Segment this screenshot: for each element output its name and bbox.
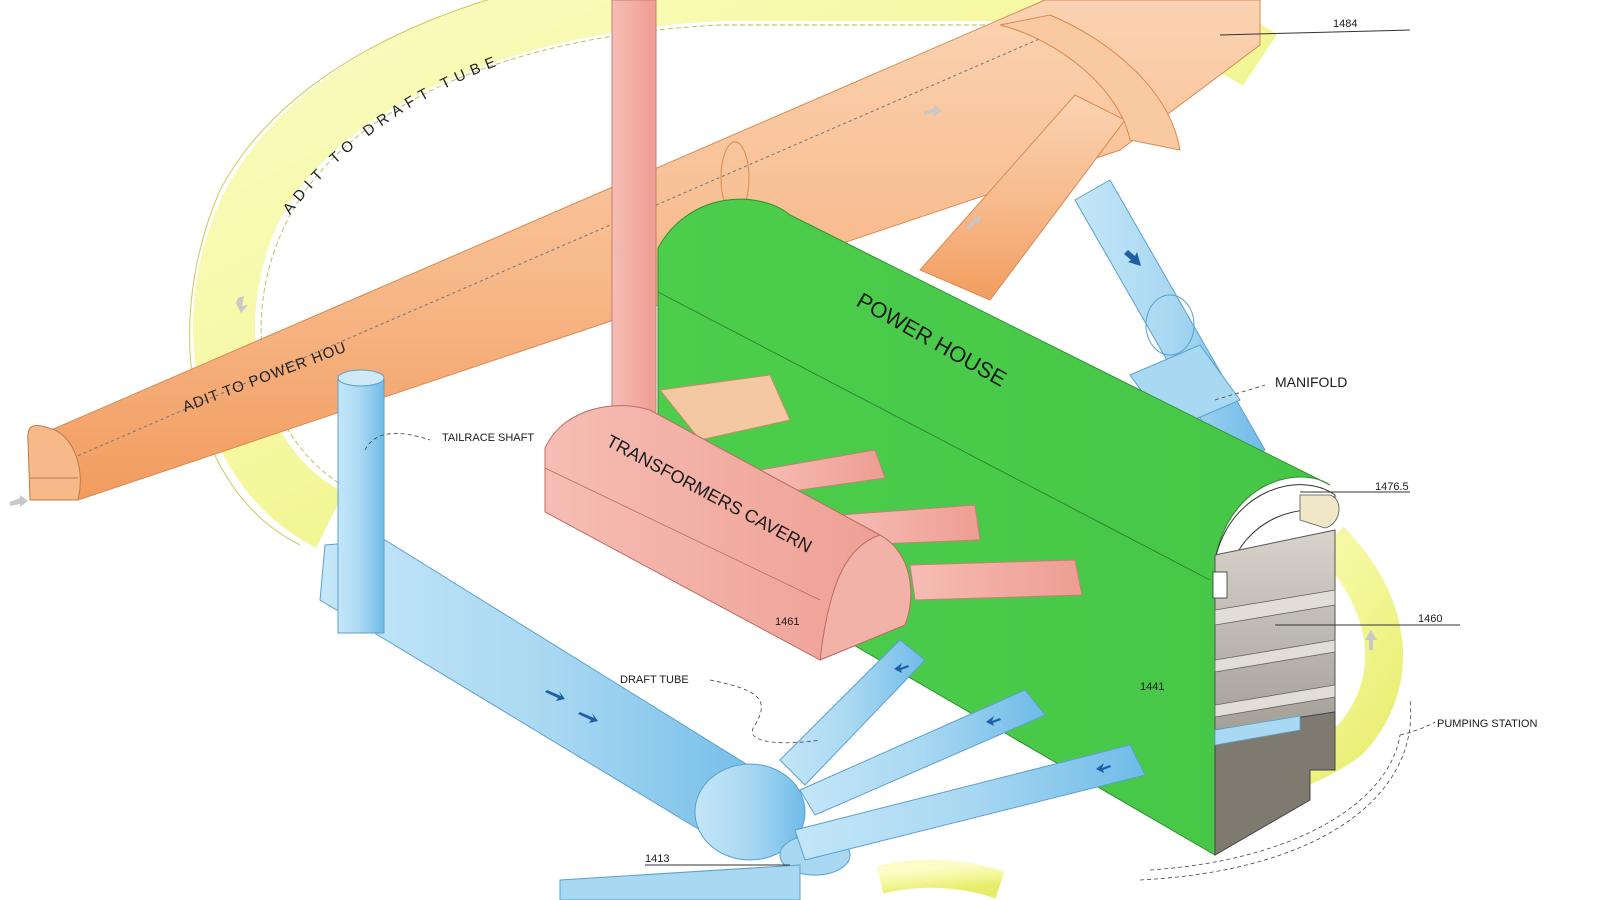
tailrace-shaft-label: TAILRACE SHAFT bbox=[442, 432, 534, 444]
elevation-1476-5: 1476.5 bbox=[1375, 481, 1409, 493]
flow-arrow-icon bbox=[578, 712, 598, 723]
leader-lines bbox=[364, 29, 1460, 881]
pumping-station bbox=[1212, 529, 1336, 856]
manifold-label: MANIFOLD bbox=[1275, 374, 1347, 390]
flow-arrow-icon bbox=[1365, 630, 1377, 650]
flow-arrow-icon bbox=[986, 716, 1001, 726]
flow-arrow-icon bbox=[894, 663, 909, 673]
elevation-1484: 1484 bbox=[1333, 18, 1357, 30]
adit-branch-to-power-house bbox=[919, 14, 1181, 301]
transformers-cavern bbox=[544, 374, 1083, 661]
draft-tube-label: DRAFT TUBE bbox=[620, 674, 689, 686]
tailrace-system bbox=[319, 369, 1146, 900]
elevation-1461: 1461 bbox=[775, 616, 799, 628]
flow-arrow-icon bbox=[1124, 250, 1141, 266]
flow-arrow-icon bbox=[236, 296, 248, 313]
transformer-vertical-shaft bbox=[611, 0, 657, 431]
elevation-1460: 1460 bbox=[1418, 613, 1442, 625]
flow-arrow-icon bbox=[966, 216, 981, 230]
elevation-1413: 1413 bbox=[645, 853, 669, 865]
flow-arrow-icon bbox=[924, 105, 942, 116]
flow-arrow-icon bbox=[545, 690, 565, 701]
flow-arrow-icon bbox=[10, 495, 28, 507]
elevation-1441: 1441 bbox=[1140, 681, 1164, 693]
flow-arrow-icon bbox=[1096, 763, 1111, 773]
pumping-station-label: PUMPING STATION bbox=[1437, 718, 1537, 730]
